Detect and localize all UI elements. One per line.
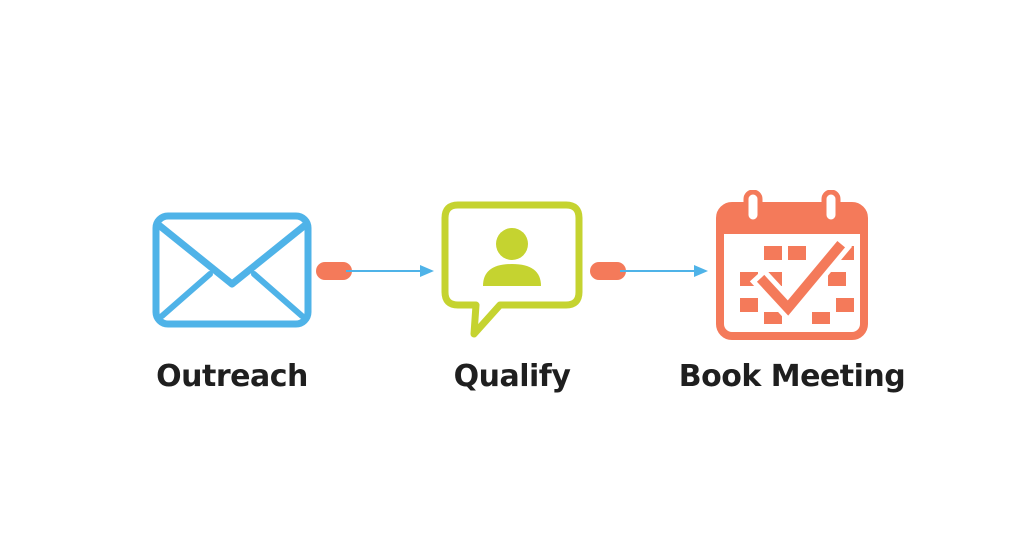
person-head — [496, 228, 528, 260]
step-label-book-meeting: Book Meeting — [678, 359, 906, 394]
step-label-qualify: Qualify — [453, 359, 571, 394]
person-body — [483, 264, 541, 286]
connector-arrow-1 — [316, 262, 434, 280]
person-chat-icon — [441, 201, 583, 338]
arrowhead — [420, 265, 434, 277]
connector-arrow-2 — [590, 262, 708, 280]
arrowhead — [694, 265, 708, 277]
envelope-icon — [152, 212, 312, 328]
connector-pill — [316, 262, 352, 280]
connector-pill — [590, 262, 626, 280]
calendar-check-icon — [716, 190, 868, 340]
step-label-outreach: Outreach — [156, 359, 308, 394]
